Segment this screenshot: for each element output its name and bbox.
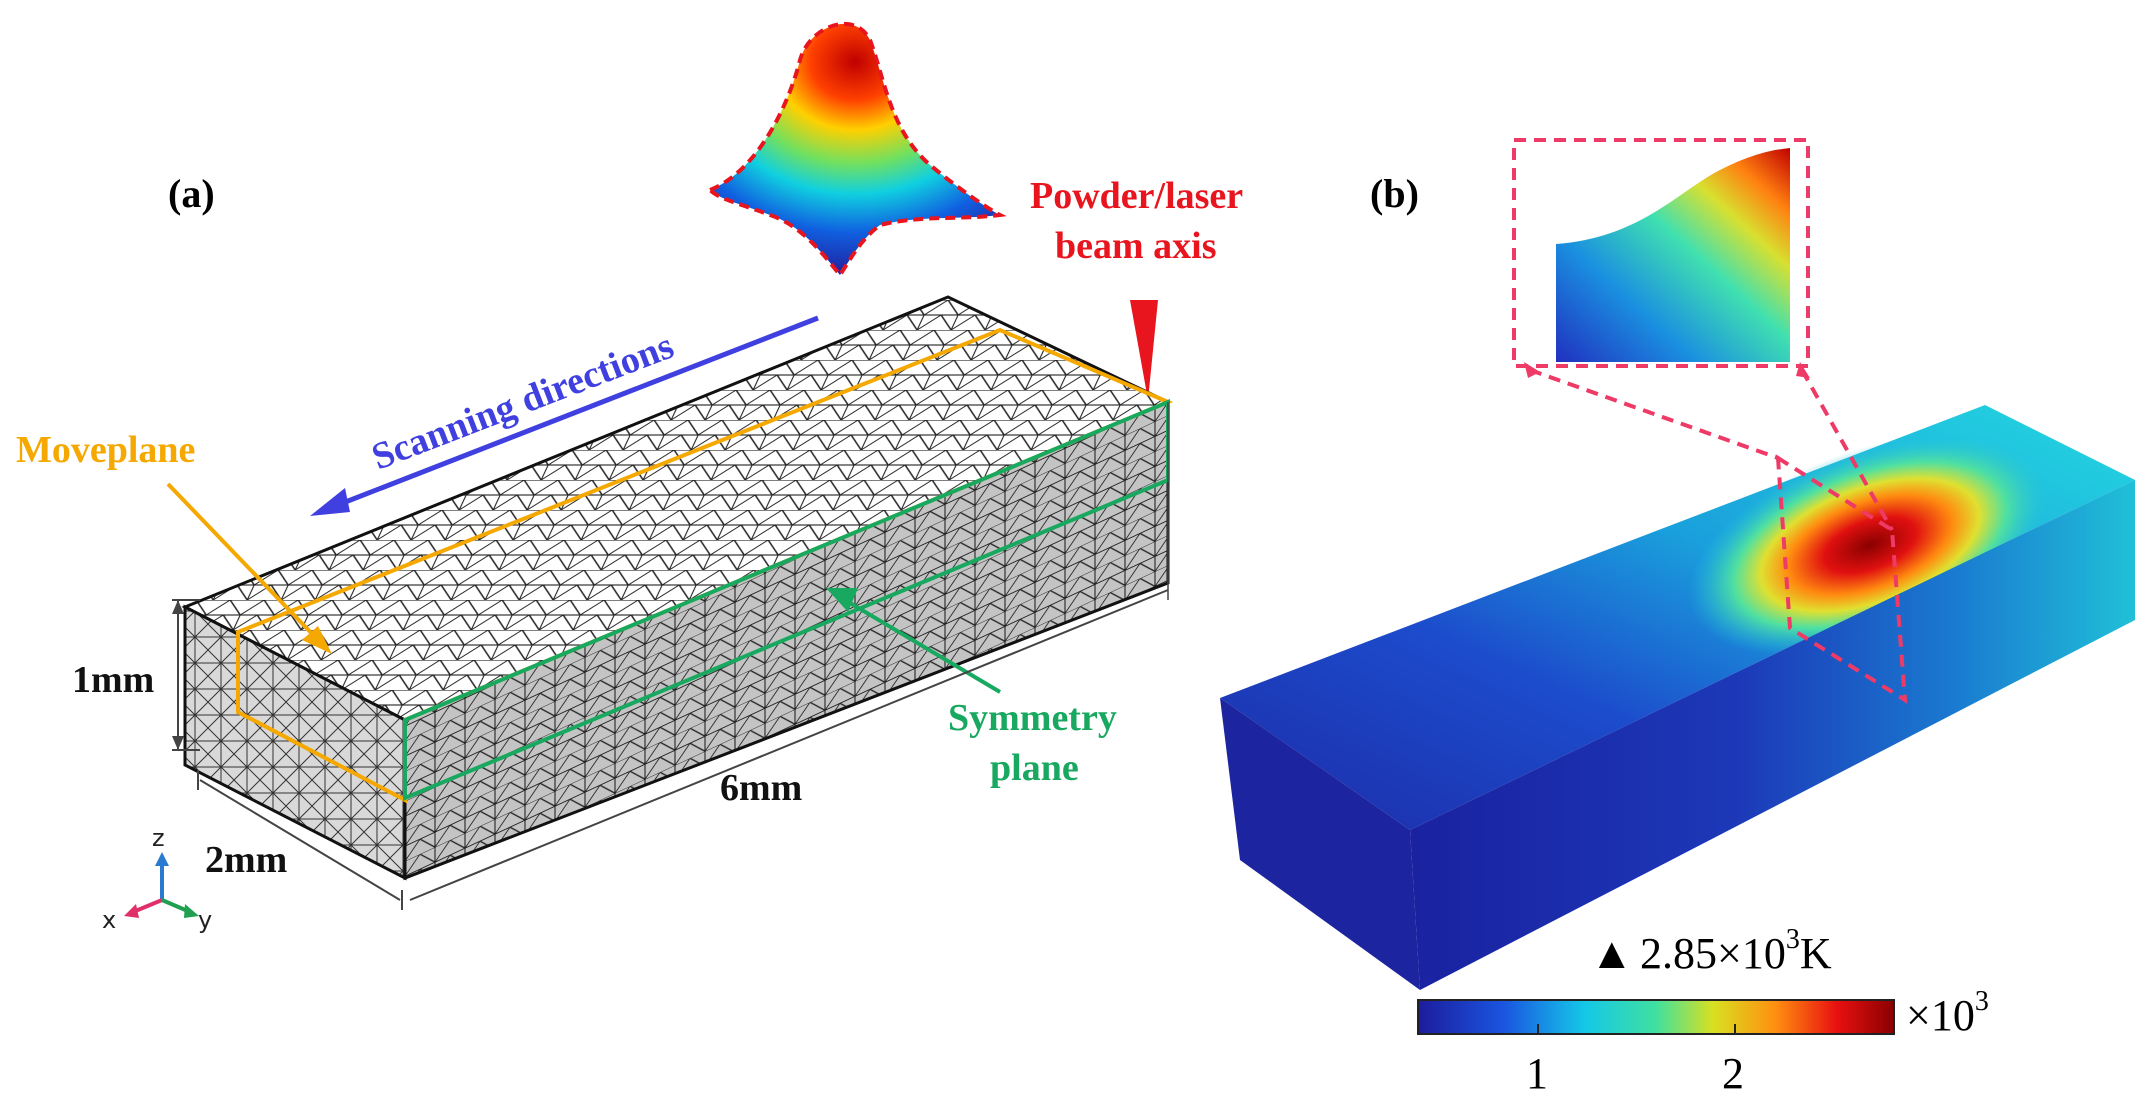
dimension-height-label: 1mm (72, 659, 154, 701)
axis-z-label: z (152, 824, 165, 852)
colorbar-tick-1-label: 1 (1526, 1049, 1548, 1098)
beam-axis-marker (1130, 300, 1158, 400)
colorbar (1417, 999, 1895, 1035)
moveplane-label: Moveplane (16, 429, 195, 471)
gaussian-profile-icon (706, 21, 1007, 279)
cross-section-plane (1775, 454, 1908, 704)
symmetry-pointer-arrow (826, 588, 1002, 694)
colorbar-tick-2-label: 2 (1722, 1049, 1744, 1098)
symmetry-label: Symmetry (948, 697, 1117, 739)
beam-axis-label: beam axis (1055, 225, 1217, 267)
dimension-length (409, 402, 1169, 901)
scanning-direction-arrow (310, 315, 819, 516)
panel-a-label: (a) (168, 171, 215, 216)
dimension-width (197, 770, 403, 910)
powder-laser-label: Powder/laser (1030, 175, 1243, 217)
colorbar-multiplier: ×103 (1906, 986, 1989, 1040)
temperature-block-front (1220, 698, 1420, 990)
plane-label: plane (990, 747, 1079, 789)
max-temp-value: 2.85×103K (1640, 924, 1832, 978)
temperature-block-side (1410, 480, 2135, 990)
axis-x-label: x (102, 906, 116, 934)
dimension-length-label: 6mm (720, 767, 802, 809)
panel-a: (a) Powder/laser beam axis Scanning dire… (16, 21, 1243, 934)
max-temp-marker: ▲ (1590, 929, 1634, 978)
axis-y-label: y (198, 906, 212, 934)
axis-triad-icon (124, 852, 199, 918)
inset-zoom (1512, 138, 1894, 531)
panel-b-label: (b) (1370, 171, 1419, 216)
dimension-height (172, 599, 200, 751)
panel-b: (b) ▲ 2.85×103K 1 2 ×103 (1220, 138, 2135, 1098)
moveplane-pointer-arrow (166, 482, 332, 654)
dimension-width-label: 2mm (205, 839, 287, 881)
